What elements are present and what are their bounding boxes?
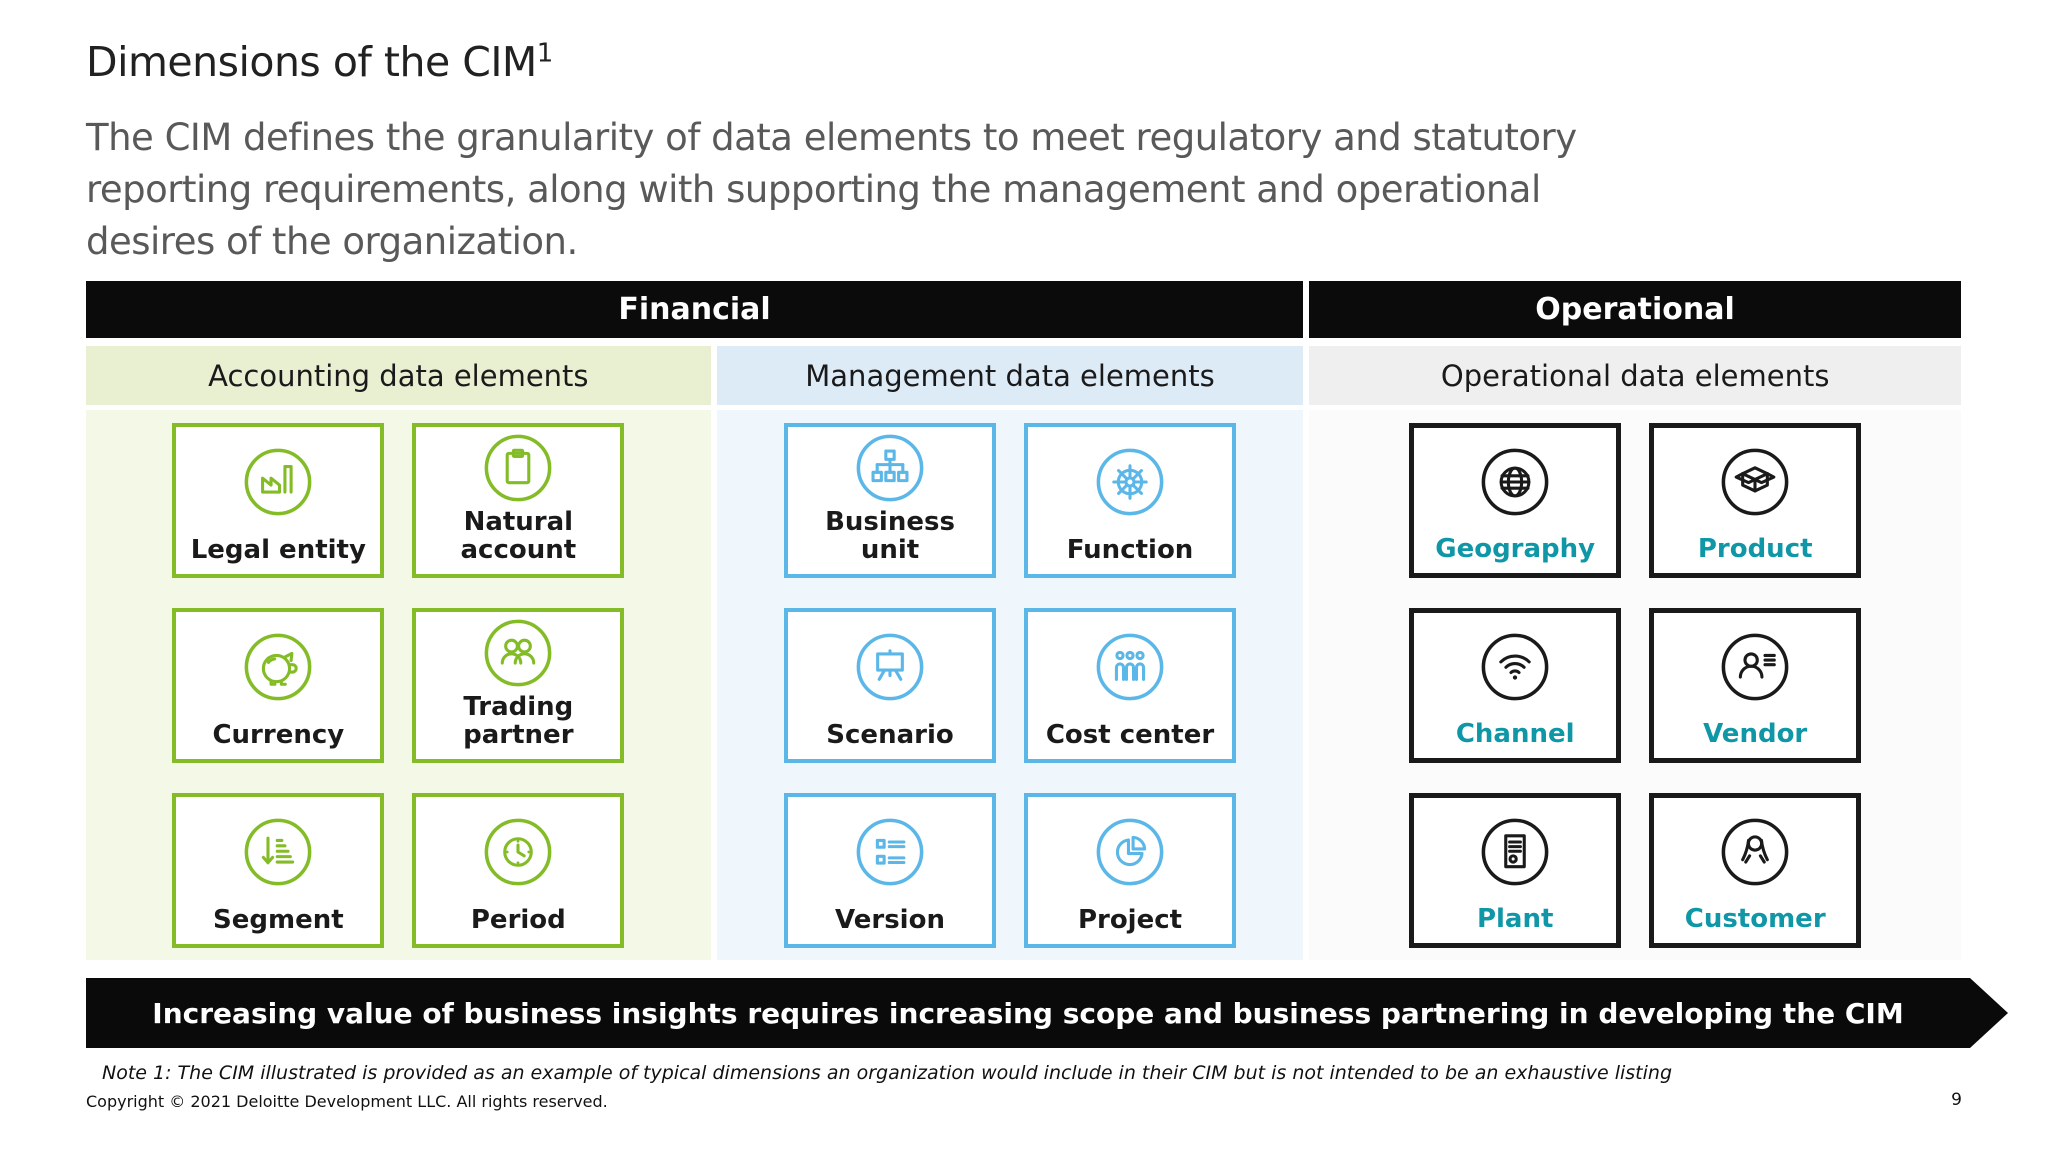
tile-customer: Customer <box>1649 793 1862 948</box>
person-female-icon <box>1718 798 1792 905</box>
people-trio-icon <box>1093 612 1167 721</box>
tile-cost-center: Cost center <box>1024 608 1237 763</box>
operational-group-header: Operational <box>1309 281 1961 338</box>
clipboard-icon <box>481 427 555 508</box>
financial-group-header: Financial <box>86 281 1303 338</box>
wifi-icon <box>1478 613 1552 720</box>
page-title: Dimensions of the CIM1 <box>86 38 553 86</box>
banner-text: Increasing value of business insights re… <box>152 996 1904 1030</box>
copyright: Copyright © 2021 Deloitte Development LL… <box>86 1092 608 1111</box>
tile-product: Product <box>1649 423 1862 578</box>
open-box-icon <box>1718 428 1792 535</box>
tile-legal-entity: Legal entity <box>172 423 385 578</box>
tile-label: Channel <box>1455 719 1575 749</box>
footnote: Note 1: The CIM illustrated is provided … <box>102 1062 1673 1084</box>
tile-label: Segment <box>213 905 344 935</box>
clock-icon <box>481 797 555 906</box>
page-number: 9 <box>1951 1090 1962 1110</box>
subtitle-line: The CIM defines the granularity of data … <box>86 116 1577 159</box>
tile-label: Business unit <box>825 507 955 565</box>
tile-label: Plant <box>1476 904 1554 934</box>
column-header-accounting: Accounting data elements <box>86 346 711 405</box>
factory-icon <box>241 427 315 536</box>
ship-wheel-icon <box>1093 427 1167 536</box>
group-header-row: Financial Operational <box>86 281 1961 338</box>
column-management: Business unit Function Scenario Cost cen… <box>716 410 1304 960</box>
tile-label: Currency <box>212 720 345 750</box>
tile-project: Project <box>1024 793 1237 948</box>
easel-icon <box>853 612 927 721</box>
tile-label: Customer <box>1684 904 1826 934</box>
tile-label: Period <box>470 905 566 935</box>
column-header-operational: Operational data elements <box>1309 346 1962 405</box>
tile-function: Function <box>1024 423 1237 578</box>
checklist-icon <box>853 797 927 906</box>
tile-scenario: Scenario <box>784 608 997 763</box>
piggy-bank-icon <box>241 612 315 721</box>
org-chart-icon <box>853 427 927 508</box>
tile-label: Legal entity <box>190 535 366 565</box>
people-pair-icon <box>481 612 555 693</box>
tile-label: Function <box>1066 535 1194 565</box>
tile-natural-account: Natural account <box>412 423 625 578</box>
column-header-row: Accounting data elements Management data… <box>86 346 1962 405</box>
title-footnote-marker: 1 <box>536 38 554 69</box>
tile-label: Scenario <box>826 720 954 750</box>
column-accounting: Legal entity Natural account Currency Tr… <box>86 410 711 960</box>
banner-arrow: Increasing value of business insights re… <box>86 978 2008 1048</box>
tile-channel: Channel <box>1409 608 1622 763</box>
person-notes-icon <box>1718 613 1792 720</box>
tile-label: Trading partner <box>463 692 574 750</box>
tile-version: Version <box>784 793 997 948</box>
tile-label: Product <box>1697 534 1813 564</box>
globe-icon <box>1478 428 1552 535</box>
tile-vendor: Vendor <box>1649 608 1862 763</box>
page-title-text: Dimensions of the CIM <box>86 38 537 86</box>
tile-currency: Currency <box>172 608 385 763</box>
subtitle-line: desires of the organization. <box>86 220 578 263</box>
tile-business-unit: Business unit <box>784 423 997 578</box>
column-header-management: Management data elements <box>716 346 1304 405</box>
tile-trading-partner: Trading partner <box>412 608 625 763</box>
tile-plant: Plant <box>1409 793 1622 948</box>
tile-grid: Legal entity Natural account Currency Tr… <box>86 410 1962 960</box>
subtitle-line: reporting requirements, along with suppo… <box>86 168 1541 211</box>
subtitle: The CIM defines the granularity of data … <box>86 112 1577 268</box>
tile-geography: Geography <box>1409 423 1622 578</box>
tile-label: Geography <box>1435 534 1596 564</box>
tile-label: Vendor <box>1703 719 1808 749</box>
pie-chart-icon <box>1093 797 1167 906</box>
tile-label: Project <box>1077 905 1183 935</box>
tile-label: Cost center <box>1045 720 1215 750</box>
tile-period: Period <box>412 793 625 948</box>
tile-label: Natural account <box>460 507 577 565</box>
descending-bars-arrow-icon <box>241 797 315 906</box>
certificate-icon <box>1478 798 1552 905</box>
tile-label: Version <box>835 905 945 935</box>
column-operational: Geography Product Channel Vendor <box>1309 410 1962 960</box>
tile-segment: Segment <box>172 793 385 948</box>
